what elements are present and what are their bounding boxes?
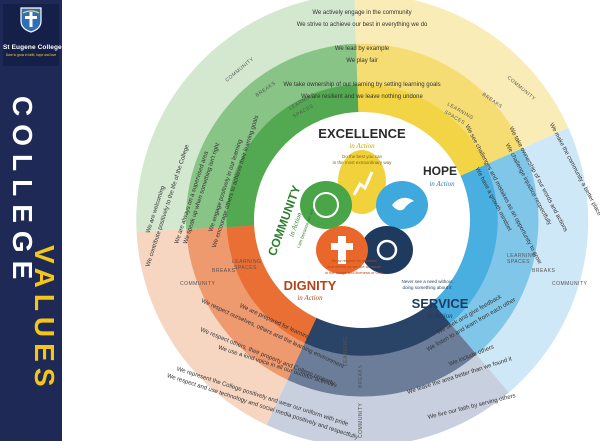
tagline-service-2: doing something about it <box>402 285 452 290</box>
tagline-service-1: Never see a need without <box>401 279 453 284</box>
label-breaks-5: BREAKS <box>358 365 364 388</box>
fist-icon <box>376 239 398 261</box>
title-excellence: EXCELLENCE <box>318 126 406 141</box>
title-hope: HOPE <box>423 164 457 178</box>
sidebar: St Eugene College Dare to grow in faith,… <box>0 0 62 441</box>
label-learning-5: LEARNING <box>343 336 349 366</box>
label-community-3: COMMUNITY <box>552 281 587 287</box>
ring-statements-excellence: We actively engage in the community We s… <box>283 10 440 100</box>
statement: We strive to achieve our best in everyth… <box>297 22 428 28</box>
values-flower <box>300 150 428 274</box>
statement: We take ownership of our learning by set… <box>283 82 440 88</box>
suffix-excellence: in Action <box>349 142 375 150</box>
label-spaces-4: SPACES <box>234 265 257 271</box>
label-breaks-4: BREAKS <box>212 268 235 274</box>
values-wheel: EXCELLENCE in Action Do the best you can… <box>136 0 600 441</box>
statement: We lead by example <box>335 46 390 52</box>
label-learning-4: LEARNING <box>232 259 262 265</box>
label-learning-3: LEARNING <box>507 253 537 259</box>
title-dignity: DIGNITY <box>284 278 337 293</box>
petal-community <box>300 181 352 229</box>
label-community-5: COMMUNITY <box>358 403 364 438</box>
label-spaces-3: SPACES <box>507 259 530 265</box>
suffix-dignity: in Action <box>297 294 323 302</box>
tagline-excellence-1: Do the best you can <box>342 154 383 159</box>
suffix-hope: in Action <box>429 180 455 188</box>
crest-icon <box>20 7 42 33</box>
college-logo: St Eugene College Dare to grow in faith,… <box>3 4 62 66</box>
college-motto: Dare to grow in faith, hope and love <box>5 53 57 57</box>
tagline-dignity-3: in the image and likeness of God <box>325 270 383 275</box>
statement: We are resilient and we leave nothing un… <box>301 94 423 100</box>
title-service: SERVICE <box>412 296 469 311</box>
center-disc <box>254 112 470 328</box>
label-breaks-3: BREAKS <box>532 268 555 274</box>
values-heading: VALUES <box>29 245 60 393</box>
label-community-4: COMMUNITY <box>180 281 215 287</box>
dove-icon <box>392 197 414 211</box>
suffix-service: in Action <box>427 312 453 320</box>
tagline-dignity-2: and others as we are all made <box>327 264 381 269</box>
petal-service <box>361 226 413 274</box>
statement: We play fair <box>346 58 378 64</box>
tagline-dignity-1: Show respect for yourself <box>331 258 377 263</box>
college-name: St Eugene College <box>3 44 62 51</box>
statement: We actively engage in the community <box>312 10 411 16</box>
tagline-excellence-2: in the most extraordinary way <box>333 160 393 165</box>
people-circle-icon <box>313 192 339 218</box>
growth-arrow-icon <box>352 171 374 196</box>
